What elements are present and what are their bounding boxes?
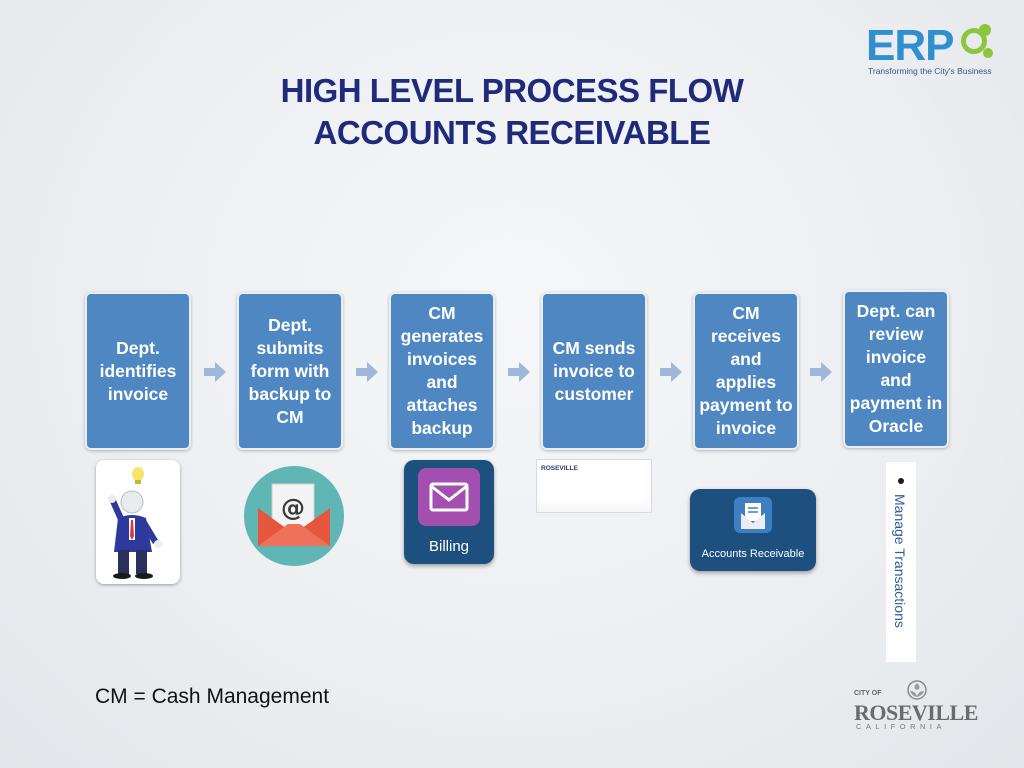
slide-title: HIGH LEVEL PROCESS FLOW ACCOUNTS RECEIVA…: [0, 70, 1024, 154]
right-arrow-icon: [508, 362, 530, 382]
billing-app-tile: Billing: [404, 460, 494, 564]
city-of-label: CITY OF: [854, 690, 882, 697]
right-arrow-icon: [356, 362, 378, 382]
manage-transactions-label: Manage Transactions: [892, 494, 908, 628]
receipt-envelope-icon: [734, 497, 772, 533]
process-step-label: Dept. submits form with backup to CM: [248, 314, 332, 427]
right-arrow-icon: [660, 362, 682, 382]
svg-text:@: @: [281, 494, 305, 522]
process-step-label: CM generates invoices and attaches backu…: [400, 303, 484, 438]
right-arrow-icon: [810, 362, 832, 382]
rose-icon: [907, 680, 927, 700]
right-arrow-icon: [204, 362, 226, 382]
envelope-icon: [418, 468, 480, 526]
footnote: CM = Cash Management: [95, 685, 330, 708]
invoice-document-icon: ROSEVILLE: [536, 459, 652, 513]
email-envelope-icon: @: [238, 460, 350, 572]
process-step-label: CM sends invoice to customer: [552, 337, 636, 404]
process-step-4: CM sends invoice to customer: [541, 292, 647, 450]
city-of-roseville-logo: CITY OF ROSEVILLE CALIFORNIA: [852, 680, 978, 731]
invoice-document-logo: ROSEVILLE: [541, 465, 578, 472]
billing-label: Billing: [428, 538, 470, 555]
manage-transactions-menu-item: Manage Transactions: [886, 462, 916, 662]
person-idea-icon: [96, 460, 180, 584]
title-line-2: ACCOUNTS RECEIVABLE: [313, 114, 711, 151]
accounts-receivable-label: Accounts Receivable: [701, 548, 805, 560]
process-step-label: Dept. identifies invoice: [99, 337, 177, 404]
process-step-2: Dept. submits form with backup to CM: [237, 292, 343, 450]
process-step-label: CM receives and applies payment to invoi…: [699, 303, 793, 438]
erp-logo-text: ERP: [866, 21, 954, 70]
erp-logo-tagline: Transforming the City's Business: [868, 66, 992, 76]
erp-logo-dot-icon: [983, 48, 993, 58]
accounts-receivable-app-tile: Accounts Receivable: [690, 489, 816, 571]
city-name: ROSEVILLE: [854, 700, 978, 725]
state-name: CALIFORNIA: [856, 722, 947, 731]
process-step-6: Dept. can review invoice and payment in …: [843, 290, 949, 448]
title-line-1: HIGH LEVEL PROCESS FLOW: [280, 72, 744, 109]
process-step-1: Dept. identifies invoice: [85, 292, 191, 450]
erp-logo: ERP Transforming the City's Business: [866, 22, 996, 78]
bullet-icon: [898, 478, 904, 484]
process-step-label: Dept. can review invoice and payment in …: [849, 301, 943, 436]
process-step-3: CM generates invoices and attaches backu…: [389, 292, 495, 450]
erp-logo-circle-icon: [961, 28, 987, 54]
process-step-5: CM receives and applies payment to invoi…: [693, 292, 799, 450]
erp-logo-dot-icon: [979, 24, 991, 36]
